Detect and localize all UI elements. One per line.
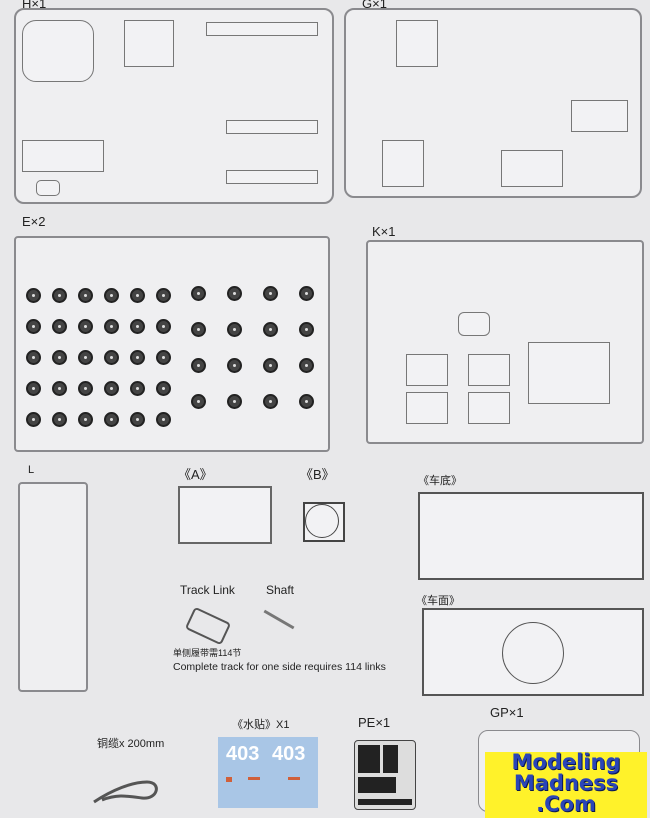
decal-number: 403	[272, 743, 306, 765]
sprue-part	[528, 342, 610, 404]
road-wheel-part	[156, 350, 171, 365]
road-wheel-part	[130, 319, 145, 334]
sprue-e-label: E×2	[22, 214, 46, 229]
hull-bottom-label: 《车底》	[418, 475, 462, 487]
sprocket-part	[299, 394, 314, 409]
road-wheel-part	[78, 412, 93, 427]
sprue-part	[226, 120, 318, 134]
decals-label: 《水贴》X1	[232, 719, 290, 731]
sprue-part	[501, 150, 563, 187]
sprue-e	[14, 236, 330, 452]
sprocket-part	[299, 286, 314, 301]
sprue-l-label: L	[28, 464, 35, 476]
hull-bottom-drawing	[418, 492, 644, 580]
sprocket-part	[191, 358, 206, 373]
road-wheel-part	[130, 412, 145, 427]
sprue-part	[124, 20, 174, 67]
decal-sheet: 403 403	[218, 737, 318, 808]
shaft-label: Shaft	[266, 583, 295, 597]
sprue-l	[18, 482, 88, 692]
road-wheel-part	[26, 350, 41, 365]
sprocket-part	[263, 322, 278, 337]
track-note-en: Complete track for one side requires 114…	[173, 661, 386, 673]
road-wheel-part	[156, 412, 171, 427]
photo-etch-fret	[354, 740, 416, 810]
sprocket-part	[191, 394, 206, 409]
sprocket-part	[227, 286, 242, 301]
road-wheel-part	[104, 381, 119, 396]
turret-part	[22, 20, 94, 82]
sprocket-part	[227, 394, 242, 409]
road-wheel-part	[52, 288, 67, 303]
road-wheel-part	[78, 350, 93, 365]
road-wheel-part	[104, 412, 119, 427]
sprue-part	[406, 354, 448, 386]
part-a-label: 《A》	[178, 467, 213, 482]
road-wheel-part	[52, 412, 67, 427]
sprue-part	[226, 170, 318, 184]
sprocket-part	[263, 394, 278, 409]
road-wheel-part	[26, 319, 41, 334]
sprocket-part	[299, 322, 314, 337]
road-wheel-part	[104, 350, 119, 365]
shaft-drawing	[263, 609, 295, 630]
part-b-drawing	[303, 502, 345, 542]
sprocket-part	[191, 286, 206, 301]
gp-label: GP×1	[490, 705, 524, 720]
cable-drawing	[93, 780, 158, 804]
sprue-part	[406, 392, 448, 424]
road-wheel-part	[26, 381, 41, 396]
sprue-part	[36, 180, 60, 196]
sprocket-part	[191, 322, 206, 337]
sprue-part	[571, 100, 628, 132]
decal-number: 403	[226, 743, 260, 765]
road-wheel-part	[104, 319, 119, 334]
track-link-label: Track Link	[180, 583, 235, 597]
sprue-h	[14, 8, 334, 204]
road-wheel-part	[156, 381, 171, 396]
road-wheel-part	[156, 288, 171, 303]
sprue-part	[396, 20, 438, 67]
hull-top-label: 《车面》	[416, 595, 460, 607]
sprue-g	[344, 8, 642, 198]
sprue-part	[206, 22, 318, 36]
sprocket-part	[263, 358, 278, 373]
road-wheel-part	[130, 350, 145, 365]
cable-label: 铜缆x 200mm	[97, 738, 165, 750]
track-note-cn: 单侧履带需114节	[173, 648, 242, 658]
road-wheel-part	[26, 288, 41, 303]
road-wheel-part	[104, 288, 119, 303]
sprue-part	[458, 312, 490, 336]
road-wheel-part	[52, 319, 67, 334]
sprocket-part	[227, 358, 242, 373]
hull-top-drawing	[422, 608, 644, 696]
sprue-part	[22, 140, 104, 172]
sprocket-part	[227, 322, 242, 337]
sprue-k	[366, 240, 644, 444]
pe-label: PE×1	[358, 715, 391, 730]
sprue-part	[468, 354, 510, 386]
road-wheel-part	[52, 350, 67, 365]
road-wheel-part	[78, 381, 93, 396]
sprue-g-label: G×1	[362, 0, 387, 11]
sprue-part	[382, 140, 424, 187]
road-wheel-part	[78, 288, 93, 303]
sprue-k-label: K×1	[372, 224, 396, 239]
sprue-h-label: H×1	[22, 0, 47, 11]
track-link-drawing	[184, 606, 232, 646]
road-wheel-part	[156, 319, 171, 334]
part-b-label: 《B》	[300, 467, 335, 482]
road-wheel-part	[52, 381, 67, 396]
road-wheel-part	[130, 288, 145, 303]
sprue-part	[468, 392, 510, 424]
road-wheel-part	[78, 319, 93, 334]
road-wheel-part	[130, 381, 145, 396]
sprocket-part	[299, 358, 314, 373]
part-a-drawing	[178, 486, 272, 544]
road-wheel-part	[26, 412, 41, 427]
sprocket-part	[263, 286, 278, 301]
